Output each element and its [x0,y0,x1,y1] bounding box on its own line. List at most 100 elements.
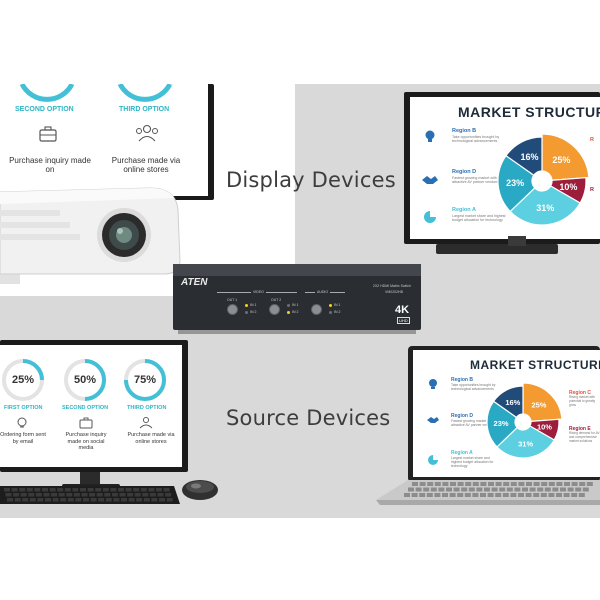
pie-slice [505,136,543,177]
keyboard-key [119,493,126,497]
option-title-third-b: THIRD OPTION [127,405,167,411]
led-out1-in1 [245,304,248,307]
keyboard-key [29,498,36,502]
pie-slice-label: 25% [531,400,546,409]
laptop-key [556,493,562,497]
keyboard-key [73,493,80,497]
pie-icon-laptop [428,455,438,465]
top-screen-gauges [19,84,174,102]
laptop-key [514,487,521,492]
keyboard-key [60,498,67,502]
laptop-key [411,493,418,497]
laptop-key [488,482,494,486]
keyboard-key [142,493,149,497]
bottom-left-monitor-screen: 25% 50% 75% FIRST OPTION SECOND OPTION T… [0,345,182,467]
gauge-label-first: 25% [11,374,35,386]
keyboard-key [28,493,35,497]
laptop-region-b-title: Region B [451,377,473,383]
laptop-key [427,482,434,486]
laptop-key [430,487,437,492]
pie-slice [509,185,581,226]
led-audio-in1 [329,304,332,307]
audio-button[interactable] [311,304,322,315]
keyboard-key [133,488,140,492]
laptop-key [548,482,555,486]
keyboard-key [66,493,73,497]
option-title-second: SECOND OPTION [15,106,74,113]
laptop-key [544,487,551,492]
market-structure-title-laptop: MARKET STRUCTURE [470,358,600,372]
laptop-key [484,487,490,492]
keyboard-key [26,488,33,492]
laptop-key [480,482,487,486]
keyboard-key [45,498,51,502]
led-audio-in2 [329,311,332,314]
laptop-key [472,482,479,486]
laptop-key [423,487,430,492]
keyboard-key [159,498,165,502]
pie-slice [522,382,563,423]
laptop-key [495,493,502,497]
switch-shadow [178,330,416,334]
keyboard-key [157,493,164,497]
lightbulb-icon-laptop [429,379,437,389]
laptop-region-a-title: Region A [451,450,473,456]
laptop-key [541,482,548,486]
monitor-stand-neck [80,472,100,486]
laptop-key [525,493,532,497]
out2-button[interactable] [269,304,280,315]
laptop-key [457,493,464,497]
pie-slice [492,385,524,419]
out2-in2-label: IN 2 [292,310,299,314]
laptop-key [506,487,513,492]
video-label: VIDEO [251,290,266,294]
laptop-key [548,493,555,497]
laptop-key [408,487,414,492]
laptop-key [552,487,559,492]
laptop-key [412,482,418,486]
pie-slice-label: 16% [505,398,520,407]
4k-badge: 4K [395,304,410,316]
laptop-region-c-title: Region C [569,390,591,396]
option-text-second-b: Purchase inquiry made on social media [65,432,107,451]
out1-in2-label: IN 2 [250,310,257,314]
keyboard-key [95,488,102,492]
keyboard-key [163,488,170,492]
keyboard-key [34,488,41,492]
option-title-second-b: SECOND OPTION [62,405,109,411]
laptop-key [491,487,498,492]
region-a-title: Region A [452,207,476,213]
handshake-icon-laptop [427,417,439,423]
keyboard-key [118,488,124,492]
keyboard-key [127,493,134,497]
lightbulb-icon [425,130,435,142]
pie-slice-label: 10% [537,422,552,431]
people-icon-b [139,416,153,429]
keyboard-key [110,488,117,492]
briefcase-icon [39,126,57,142]
pie-slice-label: 23% [506,178,524,188]
uhd-badge: UHD [397,317,410,324]
keyboard-key [49,488,56,492]
laptop-region-d-title: Region D [451,413,473,419]
keyboard-key [90,498,97,502]
laptop-region-a-text: Largest market share and highest budget … [451,456,494,468]
laptop-key [495,482,502,486]
led-out2-in2 [287,311,290,314]
out1-button[interactable] [227,304,238,315]
laptop-region-b-text: Take opportunities brought by technologi… [451,383,496,391]
keyboard-key [64,488,71,492]
audio-label: AUDIO [315,290,331,294]
keyboard-key [81,493,88,497]
laptop-key [468,487,475,492]
pie-slice [541,133,590,181]
led-out2-in1 [287,304,290,307]
region-d-text: Fastest growing market with attractive A… [452,176,499,185]
top-right-tv-screen: MARKET STRUCTUR Region B Take opportunit… [410,97,600,239]
projection-screen: SECOND OPTION THIRD OPTION Purchase inqu… [0,84,208,196]
region-b-text: Take opportunities brought by technologi… [452,135,500,144]
out2-label: OUT 2 [271,298,282,302]
laptop-key [537,487,544,492]
keyboard-key [121,498,127,502]
keyboard [0,486,180,504]
